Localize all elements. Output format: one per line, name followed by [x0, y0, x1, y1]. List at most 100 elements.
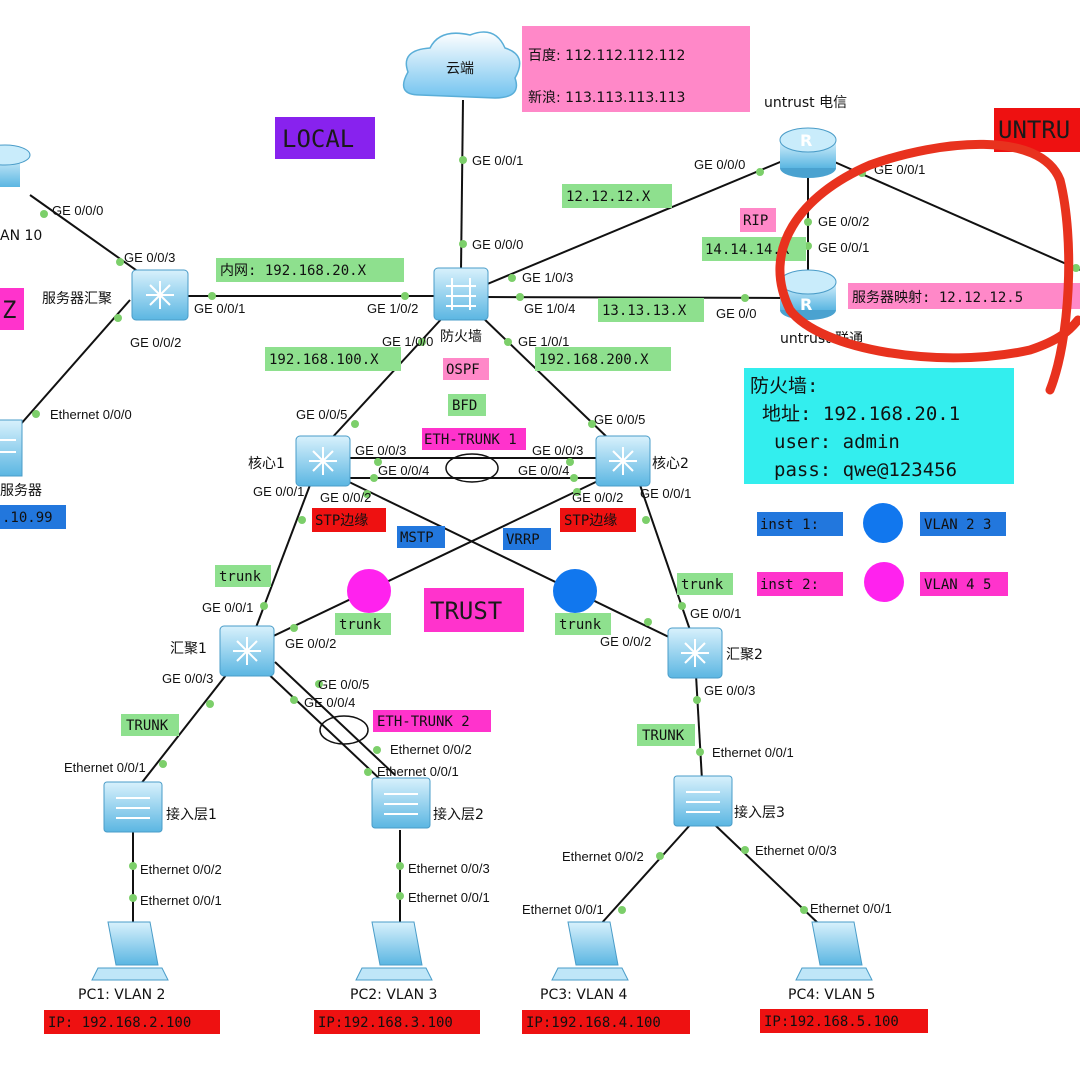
- link-firewall-unicom: [484, 296, 786, 299]
- inst2-dot: [347, 569, 391, 613]
- trunk-tag: trunk: [681, 577, 724, 593]
- port-label: Ethernet 0/0/1: [810, 901, 892, 916]
- pc4-label: PC4: VLAN 5: [788, 987, 875, 1003]
- port-label: Ethernet 0/0/2: [390, 742, 472, 757]
- proto-vrrp: VRRP: [506, 532, 540, 548]
- core2-switch-icon: [595, 435, 651, 487]
- legend-inst2-vlan: VLAN 4 5: [924, 577, 991, 593]
- port-label: GE 0/0/1: [874, 162, 925, 177]
- router-telecom-icon: R: [779, 127, 837, 178]
- zone-trust: TRUST: [430, 597, 502, 625]
- proto-ospf: OSPF: [446, 362, 480, 378]
- link-agg2-acc3: [695, 674, 703, 781]
- port-label: GE 0/0/4: [518, 463, 569, 478]
- port-label: GE 0/0/1: [253, 484, 304, 499]
- port-label: Ethernet 0/0/2: [562, 849, 644, 864]
- left-router-label: AN 10: [0, 228, 42, 244]
- link-core1-agg2: [344, 479, 676, 641]
- server-label: 服务器: [0, 483, 42, 499]
- port-label: GE 0/0/3: [162, 671, 213, 686]
- acc3-label: 接入层3: [734, 804, 785, 821]
- cloud-label: 云端: [446, 61, 474, 77]
- proto-mstp: MSTP: [400, 530, 434, 546]
- port-label: GE 0/0/2: [572, 490, 623, 505]
- trunk-tag-upper: TRUNK: [126, 718, 169, 734]
- links: [19, 99, 1080, 926]
- left-router-icon: [0, 144, 31, 187]
- zone-dmz-box: [0, 288, 24, 330]
- zone-untrust: UNTRU: [998, 116, 1070, 144]
- link-firewall-telecom: [484, 159, 786, 286]
- pc1-icon: [91, 921, 169, 981]
- port-label: GE 0/0: [716, 306, 756, 321]
- firewall-icon: [433, 267, 489, 321]
- proto-rip: RIP: [743, 213, 768, 229]
- acc2-switch-icon: [371, 777, 431, 829]
- port-labels: GE 0/0/1 GE 0/0/0 GE 0/0/0 GE 0/0/3 GE 0…: [50, 153, 925, 917]
- acc1-switch-icon: [103, 781, 163, 833]
- legend-inst2: inst 2:: [760, 577, 819, 593]
- segment-13: 13.13.13.X: [602, 303, 687, 319]
- port-label: GE 0/0/3: [532, 443, 583, 458]
- port-label: Ethernet 0/0/2: [140, 862, 222, 877]
- port-label: GE 0/0/3: [124, 250, 175, 265]
- port-label: GE 1/0/3: [522, 270, 573, 285]
- legend-inst1: inst 1:: [760, 517, 819, 533]
- agg2-label: 汇聚2: [726, 647, 763, 663]
- port-label: GE 0/0/1: [690, 606, 741, 621]
- port-label: GE 0/0/1: [472, 153, 523, 168]
- core1-label: 核心1: [248, 456, 285, 472]
- port-label: GE 1/0/1: [518, 334, 569, 349]
- zone-dmz: Z: [2, 296, 16, 324]
- proto-stp-edge-left: STP边缘: [315, 513, 368, 529]
- core1-switch-icon: [295, 435, 351, 487]
- server-agg-label: 服务器汇聚: [42, 291, 112, 307]
- segment-12: 12.12.12.X: [566, 189, 651, 205]
- port-label: GE 0/0/0: [694, 157, 745, 172]
- trunk-tag: trunk: [219, 569, 262, 585]
- isp-baidu: 百度: 112.112.112.112: [528, 48, 685, 64]
- server-agg-switch-icon: [131, 269, 189, 321]
- isp-box: [522, 26, 750, 112]
- port-label: GE 0/0/1: [194, 301, 245, 316]
- server-ip: .10.99: [2, 510, 53, 526]
- port-label: GE 0/0/2: [600, 634, 651, 649]
- pc1-label: PC1: VLAN 2: [78, 987, 165, 1003]
- link-agg1-acc1: [139, 669, 231, 786]
- cloud-icon: [402, 31, 521, 99]
- zone-local: LOCAL: [282, 125, 354, 153]
- annotation-scribble: [775, 139, 1080, 395]
- port-label: Ethernet 0/0/1: [408, 890, 490, 905]
- legend-inst1-dot: [863, 503, 903, 543]
- pc2-icon: [355, 921, 433, 981]
- pc1-ip: IP: 192.168.2.100: [48, 1015, 191, 1031]
- proto-eth-trunk1: ETH-TRUNK 1: [424, 432, 517, 448]
- port-label: GE 0/0/4: [378, 463, 429, 478]
- link-telecom-right: [829, 159, 1080, 271]
- port-label: GE 0/0/5: [594, 412, 645, 427]
- acc2-label: 接入层2: [433, 806, 484, 823]
- eth-trunk1-ring: [445, 453, 499, 483]
- port-label: GE 1/0/0: [382, 334, 433, 349]
- agg2-switch-icon: [667, 627, 723, 679]
- pc3-icon: [551, 921, 629, 981]
- firewall-info-title: 防火墙:: [750, 375, 818, 397]
- link-firewall-core2: [479, 314, 611, 441]
- port-label: Ethernet 0/0/1: [64, 760, 146, 775]
- server-mapping: 服务器映射: 12.12.12.5: [852, 290, 1023, 306]
- segment-200: 192.168.200.X: [539, 352, 649, 368]
- port-label: GE 0/0/1: [202, 600, 253, 615]
- port-label: GE 0/0/4: [304, 695, 355, 710]
- port-label: GE 1/0/2: [367, 301, 418, 316]
- firewall-info-user: user: admin: [774, 431, 900, 453]
- agg1-switch-icon: [219, 625, 275, 677]
- eth-trunk2-ring: [319, 715, 369, 745]
- port-label: GE 0/0/1: [818, 240, 869, 255]
- link-agg1-acc2-a: [261, 667, 384, 783]
- zone-trust-box: [424, 588, 524, 632]
- router-telecom-label: untrust 电信: [764, 95, 847, 111]
- port-label: GE 0/0/5: [296, 407, 347, 422]
- port-label: GE 0/0/2: [130, 335, 181, 350]
- port-label: GE 0/0/0: [52, 203, 103, 218]
- trunk-tag-upper: TRUNK: [642, 728, 685, 744]
